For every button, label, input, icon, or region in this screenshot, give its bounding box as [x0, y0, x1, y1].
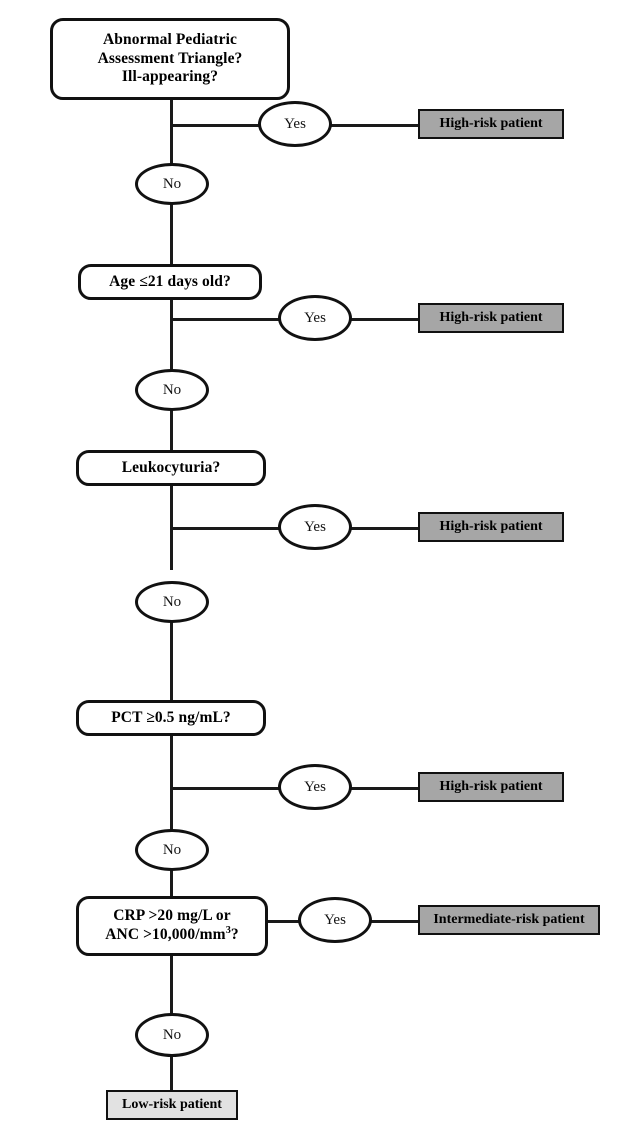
- decision-anc-superscript: 3: [225, 924, 231, 936]
- outcome-box-high-risk-1[interactable]: High-risk patient: [418, 109, 564, 139]
- trunk-line-6: [170, 620, 173, 682]
- yes-connector-line-2: [350, 318, 420, 321]
- yes-label-4: Yes: [304, 778, 326, 795]
- yes-label-5: Yes: [324, 911, 346, 928]
- decision-box-crp-anc[interactable]: CRP >20 mg/L or ANC >10,000/mm3?: [76, 896, 268, 956]
- outcome-box-intermediate-risk[interactable]: Intermediate-risk patient: [418, 905, 600, 935]
- yes-ellipse-3[interactable]: Yes: [278, 504, 352, 550]
- trunk-line-10: [170, 1054, 173, 1092]
- no-ellipse-4[interactable]: No: [135, 829, 209, 871]
- yes-label-2: Yes: [304, 309, 326, 326]
- yes-connector-line-3: [350, 527, 420, 530]
- decision-text-age: Age ≤21 days old?: [99, 273, 241, 292]
- yes-label-1: Yes: [284, 115, 306, 132]
- decision-box-pediatric-assessment-triangle[interactable]: Abnormal Pediatric Assessment Triangle? …: [50, 18, 290, 100]
- outcome-label-high-risk-1: High-risk patient: [439, 116, 543, 131]
- decision-text-pct: PCT ≥0.5 ng/mL?: [101, 709, 241, 728]
- trunk-line-5: [170, 470, 173, 570]
- trunk-line-2: [170, 202, 173, 264]
- decision-text-crp-anc: CRP >20 mg/L or ANC >10,000/mm3?: [95, 907, 249, 945]
- decision-pat-line1: Abnormal Pediatric: [103, 30, 237, 48]
- trunk-line-1: [170, 100, 173, 166]
- decision-text-pat: Abnormal Pediatric Assessment Triangle? …: [88, 31, 253, 88]
- outcome-label-high-risk-3: High-risk patient: [439, 519, 543, 534]
- decision-pat-line3: Ill-appearing?: [121, 68, 219, 86]
- decision-age-line1: Age ≤21 days old?: [109, 272, 231, 290]
- outcome-label-high-risk-4: High-risk patient: [439, 779, 543, 794]
- yes-ellipse-4[interactable]: Yes: [278, 764, 352, 810]
- no-label-2: No: [162, 381, 182, 398]
- no-ellipse-1[interactable]: No: [135, 163, 209, 205]
- yes-ellipse-1[interactable]: Yes: [258, 101, 332, 147]
- no-label-3: No: [162, 593, 182, 610]
- decision-pct-line1: PCT ≥0.5 ng/mL?: [111, 708, 231, 726]
- trunk-line-7: [170, 682, 173, 832]
- decision-anc-line2: ANC >10,000/mm3?: [105, 924, 239, 943]
- decision-box-leukocyturia[interactable]: Leukocyturia?: [76, 450, 266, 486]
- yes-connector-line-1: [330, 124, 420, 127]
- no-label-5: No: [162, 1026, 182, 1043]
- yes-connector-line-5: [370, 920, 420, 923]
- yes-branch-line-5: [268, 920, 300, 923]
- decision-leukocyturia-line1: Leukocyturia?: [121, 458, 221, 476]
- decision-anc-line2-pre: ANC >10,000/mm: [105, 926, 226, 943]
- trunk-line-4: [170, 408, 173, 470]
- outcome-label-intermediate-risk: Intermediate-risk patient: [433, 912, 585, 927]
- yes-ellipse-5[interactable]: Yes: [298, 897, 372, 943]
- outcome-box-high-risk-4[interactable]: High-risk patient: [418, 772, 564, 802]
- trunk-line-9: [170, 930, 173, 1014]
- outcome-label-high-risk-2: High-risk patient: [439, 310, 543, 325]
- outcome-box-high-risk-2[interactable]: High-risk patient: [418, 303, 564, 333]
- decision-pat-line2: Assessment Triangle?: [97, 49, 243, 67]
- outcome-box-low-risk[interactable]: Low-risk patient: [106, 1090, 238, 1120]
- decision-box-age[interactable]: Age ≤21 days old?: [78, 264, 262, 300]
- no-label-4: No: [162, 841, 182, 858]
- no-label-1: No: [162, 175, 182, 192]
- yes-label-3: Yes: [304, 518, 326, 535]
- yes-ellipse-2[interactable]: Yes: [278, 295, 352, 341]
- yes-branch-line-1: [170, 124, 260, 127]
- no-ellipse-2[interactable]: No: [135, 369, 209, 411]
- yes-branch-line-3: [170, 527, 280, 530]
- decision-box-pct[interactable]: PCT ≥0.5 ng/mL?: [76, 700, 266, 736]
- outcome-box-high-risk-3[interactable]: High-risk patient: [418, 512, 564, 542]
- decision-text-leukocyturia: Leukocyturia?: [112, 459, 231, 478]
- yes-branch-line-4: [170, 787, 280, 790]
- yes-connector-line-4: [350, 787, 420, 790]
- decision-crp-line1: CRP >20 mg/L or: [113, 907, 231, 925]
- outcome-label-low-risk: Low-risk patient: [122, 1097, 222, 1112]
- decision-anc-line2-post: ?: [230, 926, 239, 943]
- no-ellipse-5[interactable]: No: [135, 1013, 209, 1057]
- no-ellipse-3[interactable]: No: [135, 581, 209, 623]
- yes-branch-line-2: [170, 318, 280, 321]
